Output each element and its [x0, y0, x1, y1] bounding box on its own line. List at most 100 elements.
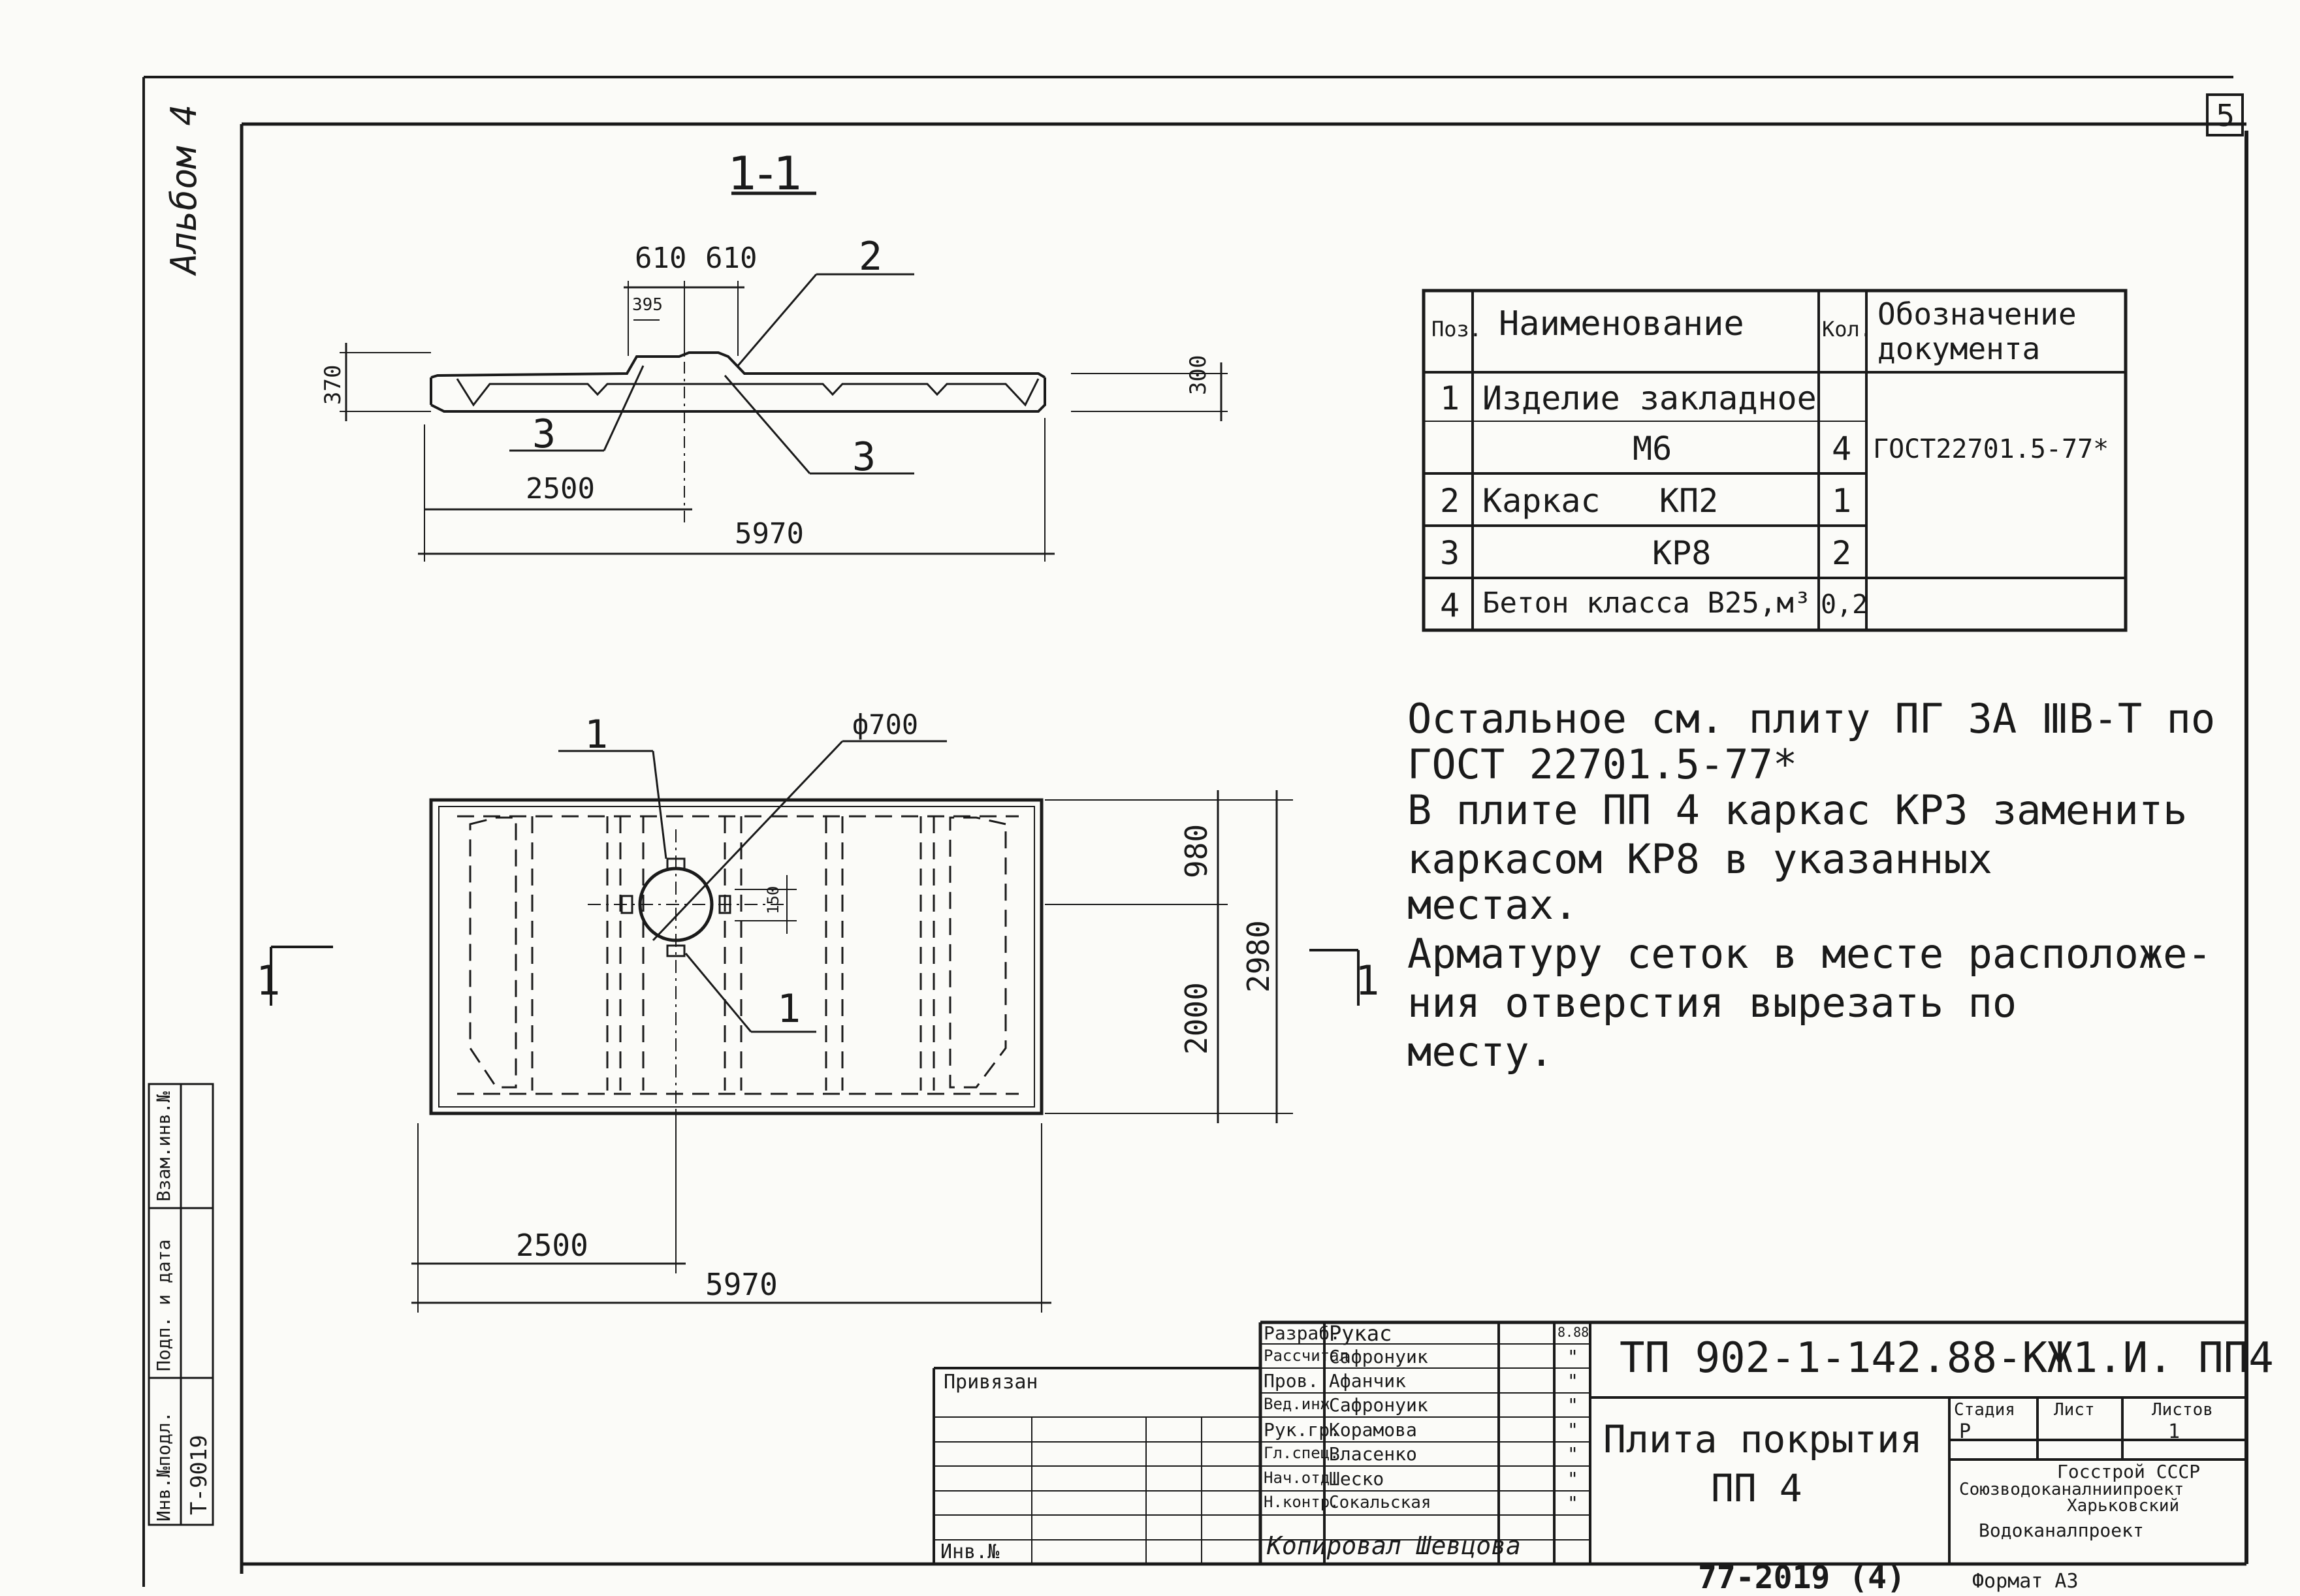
spec-row-4-pos: 3: [1440, 534, 1460, 572]
dim-2500-section: 2500: [526, 472, 595, 505]
note-line-1: Остальное см. плиту ПГ 3А ⅢВ-Т по: [1407, 695, 2216, 742]
sig-role-3: Пров.: [1264, 1370, 1319, 1392]
dim-150: 150: [764, 886, 782, 914]
spec-row-3-name: Каркас КП2: [1482, 482, 1719, 520]
section-view-lines: [340, 191, 1228, 562]
spec-header-doc: Обозначение документа: [1877, 296, 2077, 366]
sheet-label: Лист: [2054, 1400, 2095, 1420]
dim-610-right: 610: [705, 242, 758, 275]
album-label: Альбом 4: [163, 104, 204, 274]
note-line-2: ГОСТ 22701.5-77*: [1407, 741, 1798, 788]
dim-980: 980: [1179, 823, 1214, 878]
stage-value: Р: [1959, 1420, 1972, 1443]
spec-row-2-doc: ГОСТ22701.5-77*: [1873, 434, 2109, 464]
dim-hole-diameter: ф700: [852, 709, 919, 741]
side-stamp-grid: [148, 1083, 214, 1526]
spec-row-5-qty: 0,2: [1821, 590, 1868, 620]
callout-pos-3-left: 3: [532, 411, 556, 457]
sig-role-2: Рассчитал: [1264, 1347, 1349, 1365]
sig-role-8: Н.контр.: [1264, 1493, 1339, 1511]
spec-row-5-name: Бетон класса В25,м³: [1482, 586, 1812, 620]
note-line-8: месту.: [1407, 1028, 1554, 1076]
sig-date-7: ": [1567, 1468, 1578, 1490]
title-bound-label: Привязан: [944, 1371, 1038, 1394]
section-mark-left: 1: [256, 957, 281, 1004]
section-title: 1-1: [728, 147, 803, 200]
sig-name-2: Сафронуик: [1329, 1346, 1428, 1367]
spec-header-qty: Кол.: [1822, 317, 1873, 342]
note-line-3: В плите ПП 4 каркас КР3 заменить: [1407, 786, 2188, 834]
title-line-1: Плита покрытия: [1603, 1417, 1923, 1461]
spec-row-2-name: М6: [1633, 430, 1672, 468]
callout-pos-2: 2: [859, 234, 883, 279]
sig-date-1: 8.88: [1557, 1324, 1589, 1340]
sig-date-4: ": [1567, 1394, 1578, 1416]
inventory-number: 77-2019 (4): [1698, 1559, 1906, 1596]
callout-pos-1-bottom: 1: [777, 986, 801, 1032]
sheets-label: Листов: [2152, 1400, 2213, 1420]
spec-row-3-pos: 2: [1440, 482, 1460, 520]
spec-row-1-pos: 1: [1440, 379, 1460, 417]
sig-name-8: Сокальская: [1329, 1493, 1431, 1512]
dim-2000: 2000: [1179, 982, 1214, 1055]
spec-header-pos: Поз.: [1431, 317, 1482, 342]
document-code: ТП 902-1-142.88-КЖ1.И. ПП4: [1620, 1334, 2274, 1382]
spec-row-4-qty: 2: [1832, 534, 1852, 572]
sig-role-4: Вед.инж: [1264, 1395, 1330, 1413]
sig-date-8: ": [1567, 1492, 1578, 1514]
sig-name-1: Рукас: [1329, 1321, 1392, 1346]
sig-date-2: ": [1567, 1346, 1578, 1367]
org-line-1: Госстрой СССР: [2057, 1461, 2201, 1482]
spec-table-grid: [1422, 289, 2128, 632]
sheet-frame: [142, 76, 2248, 1587]
spec-row-5-pos: 4: [1440, 586, 1460, 624]
note-line-4: каркасом КР8 в указанных: [1407, 835, 1992, 883]
sig-role-1: Разраб.: [1264, 1322, 1341, 1344]
sig-name-4: Сафронуик: [1329, 1394, 1428, 1416]
dim-610-left: 610: [635, 242, 687, 275]
note-line-5: местах.: [1407, 881, 1578, 929]
spec-row-1-name: Изделие закладное: [1482, 379, 1817, 417]
title-line-2: ПП 4: [1711, 1466, 1802, 1510]
sig-name-5: Корамова: [1329, 1419, 1417, 1441]
spec-header-name: Наименование: [1499, 304, 1744, 343]
sig-name-6: Власенко: [1329, 1443, 1417, 1465]
format-label: Формат А3: [1972, 1570, 2079, 1593]
side-stamp-replace-inv: Взам.инв.№: [153, 1091, 174, 1202]
org-line-3: Харьковский: [2067, 1496, 2180, 1516]
sig-name-3: Афанчик: [1329, 1370, 1407, 1392]
callout-pos-1-top: 1: [584, 712, 609, 758]
page-number: 5: [2216, 98, 2235, 133]
title-inv-label: Инв.№: [940, 1540, 1000, 1563]
spec-row-3-qty: 1: [1832, 482, 1852, 520]
sig-name-7: Шеско: [1329, 1468, 1384, 1490]
side-stamp-sign-date: Подп. и дата: [153, 1239, 174, 1371]
callout-pos-3-right: 3: [852, 434, 876, 480]
sig-date-6: ": [1567, 1443, 1578, 1465]
dim-300: 300: [1185, 355, 1211, 395]
sig-role-7: Нач.отд.: [1264, 1469, 1339, 1487]
sig-date-3: ": [1567, 1370, 1578, 1392]
sig-date-5: ": [1567, 1419, 1578, 1441]
dim-2500-plan: 2500: [516, 1228, 588, 1263]
dim-5970-section: 5970: [735, 517, 804, 551]
org-line-4: Водоканалпроект: [1979, 1520, 2144, 1541]
title-block-grid: [933, 1320, 2246, 1564]
dim-370: 370: [320, 364, 346, 405]
section-mark-right: 1: [1355, 957, 1380, 1004]
spec-row-4-name: КР8: [1652, 534, 1712, 572]
sig-role-6: Гл.спец.: [1264, 1444, 1339, 1462]
dim-5970-plan: 5970: [705, 1267, 778, 1302]
dim-2980: 2980: [1241, 920, 1276, 993]
note-line-6: Арматуру сеток в месте расположе-: [1407, 930, 2212, 978]
side-stamp-inv-orig: Инв.№подл.: [153, 1411, 174, 1522]
org-line-2: Союзводоканалниипроект: [1959, 1480, 2184, 1499]
note-line-7: ния отверстия вырезать по: [1407, 979, 2017, 1027]
sheets-value: 1: [2168, 1420, 2180, 1443]
stage-label: Стадия: [1954, 1400, 2015, 1420]
sig-role-5: Рук.гр.: [1264, 1419, 1341, 1441]
plan-view-lines: [270, 740, 1360, 1313]
dim-395: 395: [632, 295, 663, 315]
copied-by: Копировал Шевцова: [1267, 1531, 1521, 1560]
